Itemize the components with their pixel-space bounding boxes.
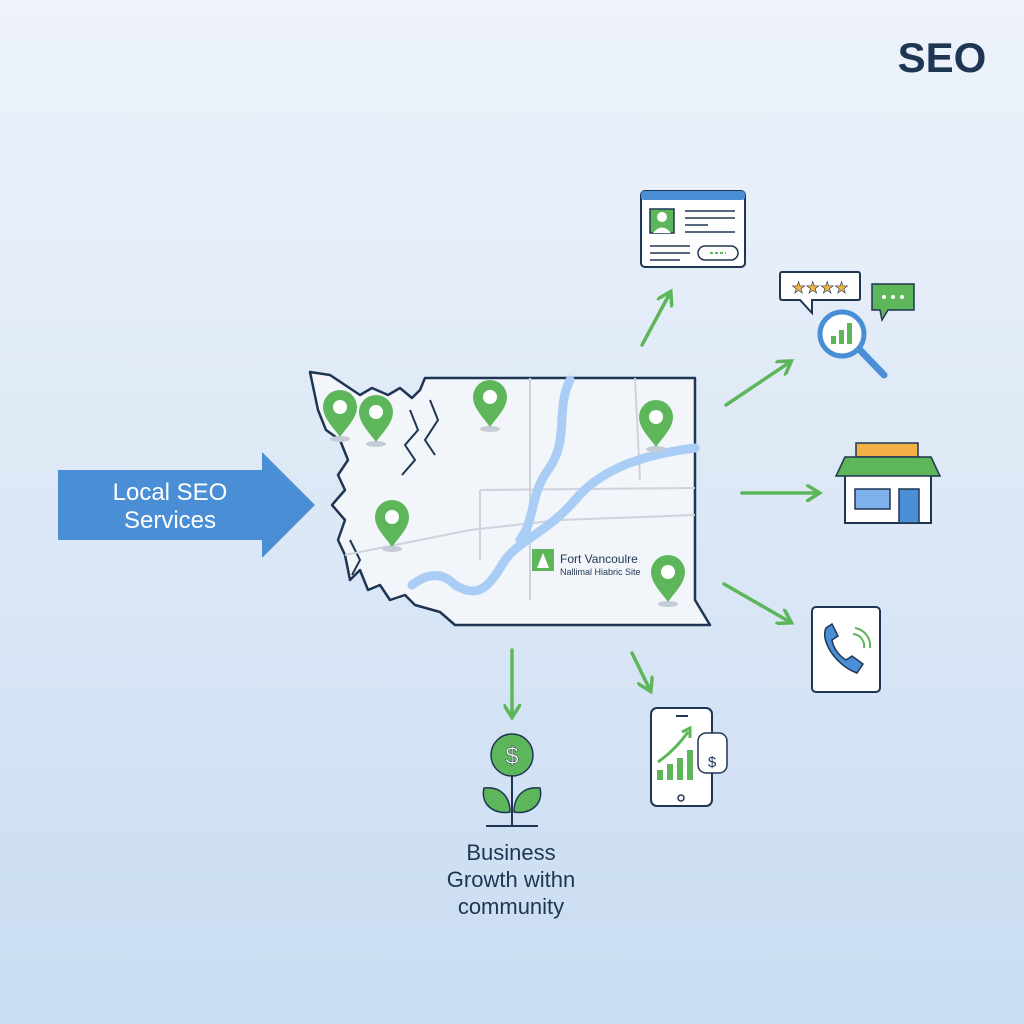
reviews-search-icon: ★★★★ [779,271,915,379]
storefront-icon [834,442,942,524]
svg-text:$: $ [708,754,717,771]
money-plant-icon: $ [482,733,542,827]
landmark-title: Fort Vancoulre [560,552,638,566]
landmark-subtitle: Nallimal Hiabric Site [560,567,641,577]
svg-text:$: $ [505,743,518,770]
outcome-line-2: Growth withn [447,867,575,892]
landmark-label: Fort Vancoulre Nallimal Hiabric Site [532,549,641,577]
mobile-growth-icon: $ [650,707,728,807]
local-seo-banner: Local SEO Services [58,452,315,558]
banner-line-1: Local SEO [113,479,228,506]
outcome-line-3: community [458,894,564,919]
phone-call-icon [811,606,881,693]
star-rating-icon: ★★★★ [791,280,848,297]
outcome-line-1: Business [466,840,555,865]
region-map: Fort Vancoulre Nallimal Hiabric Site [308,370,712,627]
brand-label: SEO [898,34,987,81]
business-profile-icon [640,190,746,268]
flow-arrows [512,293,818,716]
banner-line-2: Services [124,507,216,534]
